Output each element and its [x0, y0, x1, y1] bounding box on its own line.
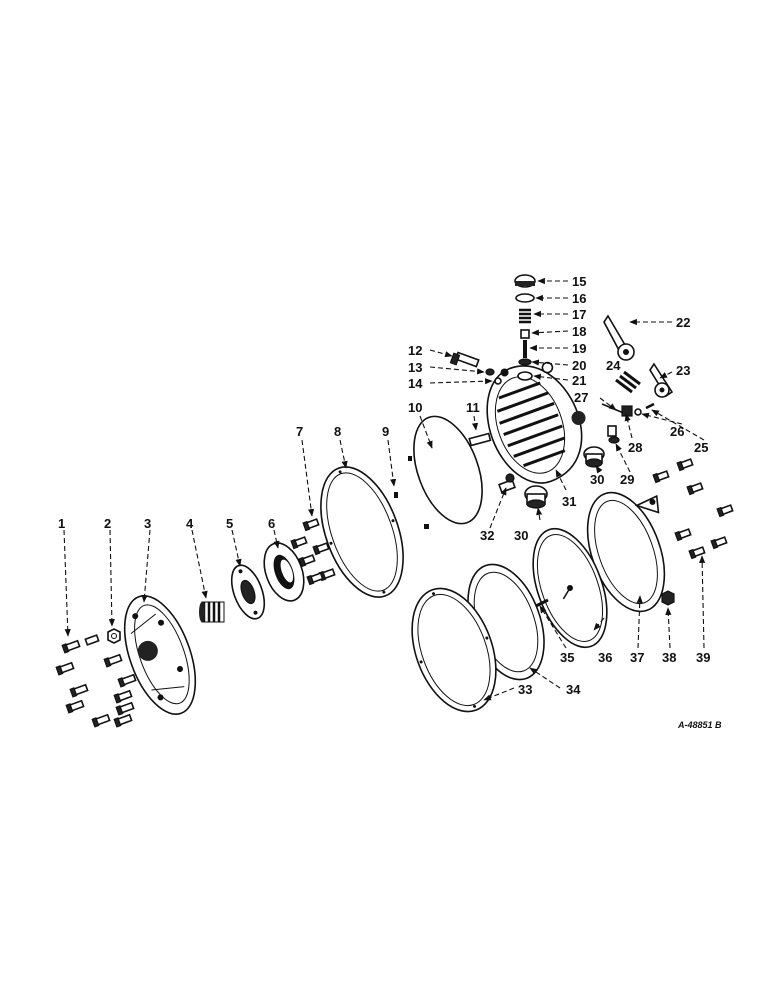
callout-6: 6 [268, 516, 275, 531]
callout-34: 34 [566, 682, 581, 697]
bolt-cluster-right [652, 458, 734, 560]
callout-27: 27 [574, 390, 588, 405]
spring [199, 601, 225, 623]
dowel-pins [394, 456, 429, 529]
callout-15: 15 [572, 274, 586, 289]
callout-26: 26 [670, 424, 684, 439]
pivot-pin [468, 432, 492, 447]
callout-5: 5 [226, 516, 233, 531]
linkage-parts [601, 402, 655, 444]
callout-labels: 1 2 3 4 5 6 7 8 9 10 11 12 13 14 15 16 1… [58, 274, 722, 730]
callout-36: 36 [598, 650, 612, 665]
callout-32: 32 [480, 528, 494, 543]
callout-25: 25 [694, 440, 708, 455]
callout-9: 9 [382, 424, 389, 439]
gasket-large [320, 466, 404, 598]
callout-30a: 30 [590, 472, 604, 487]
diaphragm-center [532, 527, 608, 649]
figure-reference: A-48851 B [677, 720, 722, 730]
nut-small [661, 590, 675, 606]
callout-37: 37 [630, 650, 644, 665]
plug-lower [524, 485, 548, 509]
callout-2: 2 [104, 516, 111, 531]
gasket-end [411, 587, 497, 713]
callout-18: 18 [572, 324, 586, 339]
callout-33: 33 [518, 682, 532, 697]
callout-16: 16 [572, 291, 586, 306]
callout-17: 17 [572, 307, 586, 322]
callout-20: 20 [572, 358, 586, 373]
callout-1: 1 [58, 516, 65, 531]
plug-upper [583, 446, 605, 468]
callout-22: 22 [676, 315, 690, 330]
callout-7: 7 [296, 424, 303, 439]
bolt-cluster-left [55, 628, 137, 728]
callout-10: 10 [408, 400, 422, 415]
lever-upper [603, 314, 635, 361]
callout-35: 35 [560, 650, 574, 665]
callout-3: 3 [144, 516, 151, 531]
fitting-valve [498, 473, 516, 494]
callout-11: 11 [466, 400, 480, 415]
callout-30b: 30 [514, 528, 528, 543]
callout-4: 4 [186, 516, 194, 531]
pump-housing [486, 361, 586, 484]
callout-14: 14 [408, 376, 423, 391]
lever-spring [615, 370, 641, 394]
callout-21: 21 [572, 373, 586, 388]
adjusting-screw [449, 351, 502, 385]
callout-8: 8 [334, 424, 341, 439]
callout-38: 38 [662, 650, 676, 665]
leader-lines [63, 277, 706, 701]
diaphragm-plate [230, 564, 266, 620]
callout-29: 29 [620, 472, 634, 487]
callout-39: 39 [696, 650, 710, 665]
diaphragm-disc [413, 415, 483, 525]
flange-ring [263, 542, 305, 602]
end-cover [586, 491, 666, 613]
callout-12: 12 [408, 343, 422, 358]
callout-23: 23 [676, 363, 690, 378]
bolt-cluster-middle [290, 518, 336, 586]
callout-31: 31 [562, 494, 576, 509]
callout-28: 28 [628, 440, 642, 455]
lever-lower [649, 362, 674, 398]
callout-19: 19 [572, 341, 586, 356]
valve-stack [514, 274, 536, 381]
cover-plate [123, 595, 197, 715]
callout-24: 24 [606, 358, 621, 373]
callout-13: 13 [408, 360, 422, 375]
